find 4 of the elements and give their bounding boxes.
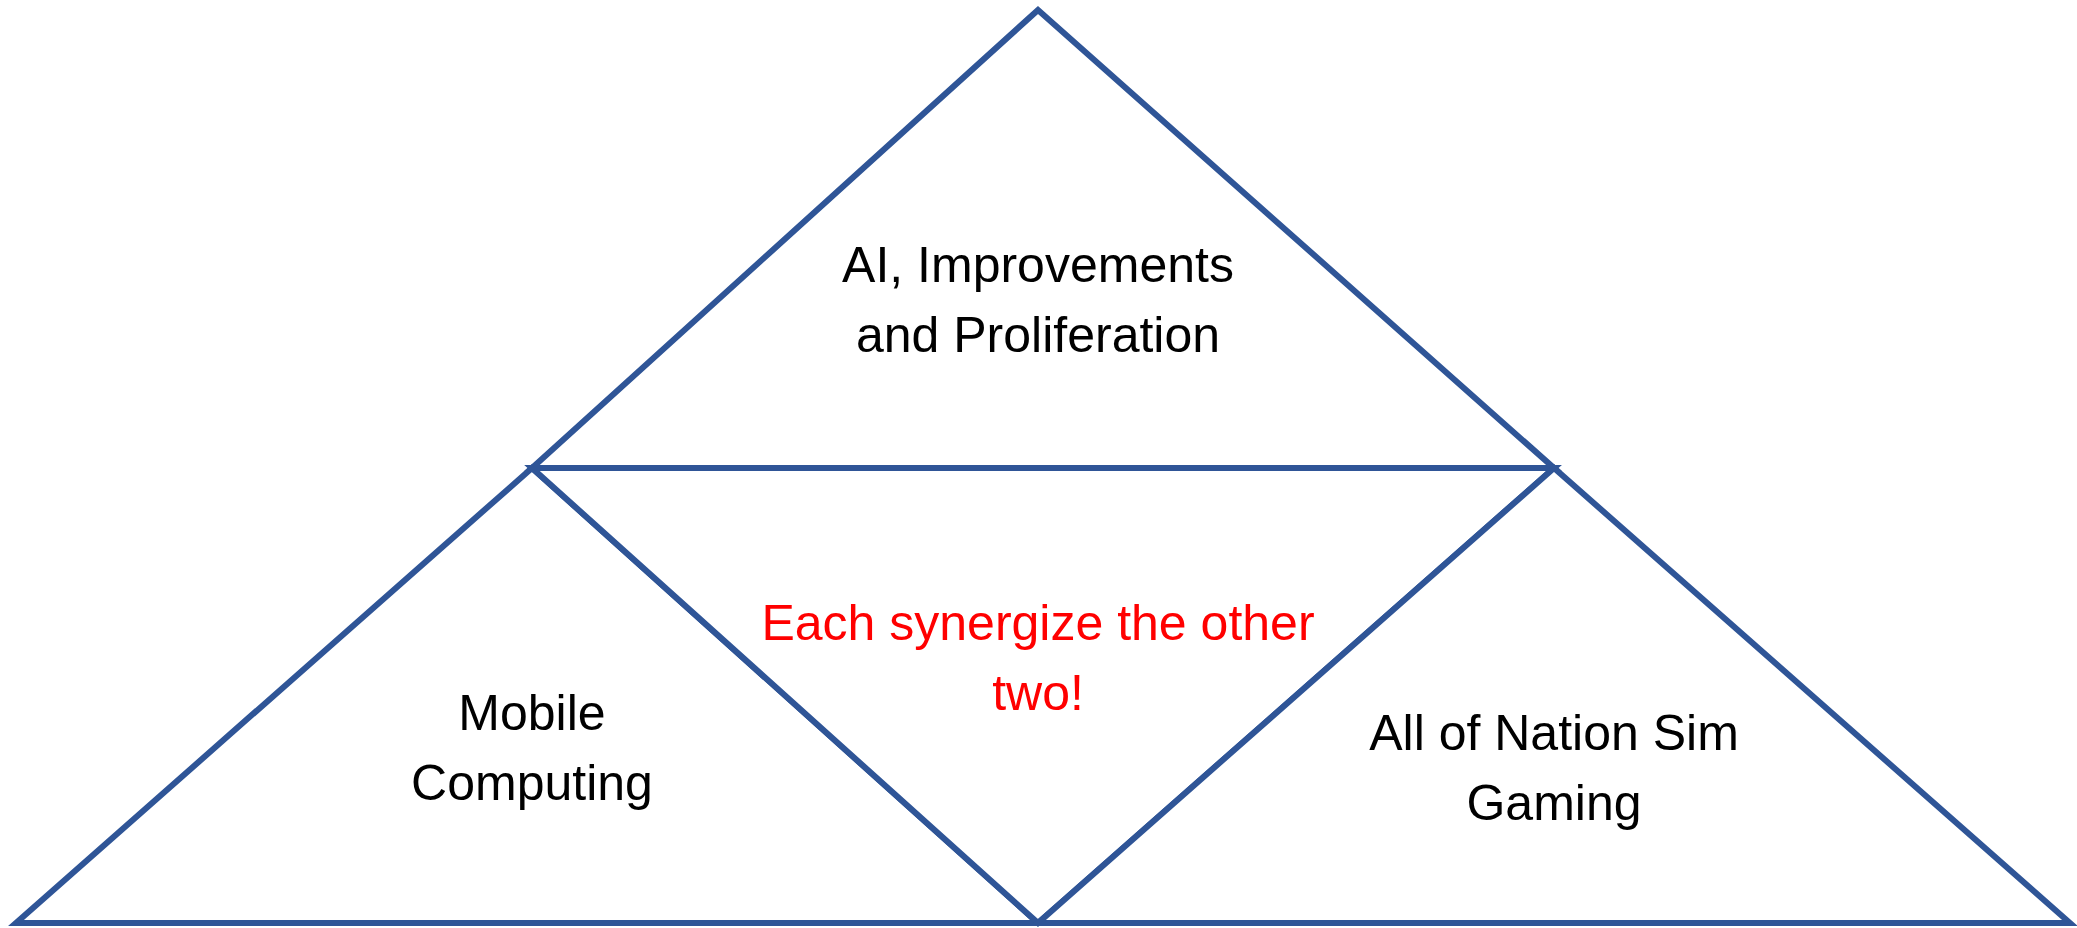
- section-label: Mobile Computing: [410, 684, 654, 813]
- section-label: All of Nation Sim Gaming: [1368, 704, 1740, 833]
- section-label: Each synergize the other two!: [760, 594, 1316, 723]
- section-label: AI, Improvements and Proliferation: [841, 236, 1235, 365]
